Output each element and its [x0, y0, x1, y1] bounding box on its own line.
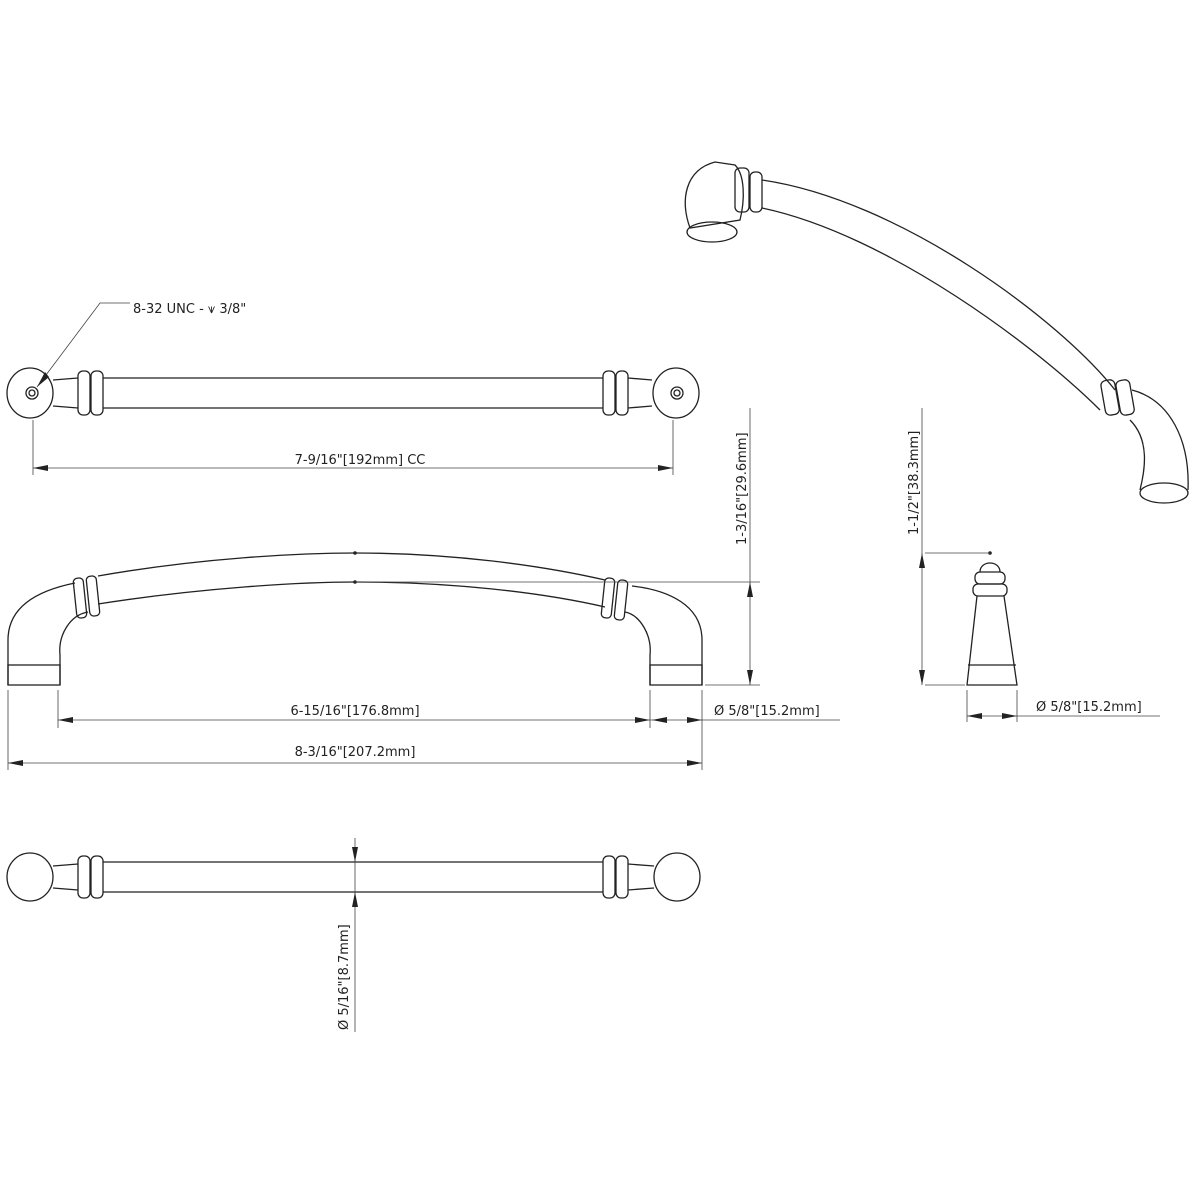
projection-side-dimension: 1-1/2"[38.3mm] [907, 431, 922, 535]
thread-callout: 8-32 UNC - ⩛ 3/8" [133, 302, 246, 317]
top-view: 8-32 UNC - ⩛ 3/8" 7-9/16"[192mm] CC [6, 302, 700, 475]
inner-length-dimension: 6-15/16"[176.8mm] [290, 704, 419, 719]
projection-front-dimension: 1-3/16"[29.6mm] [735, 432, 750, 545]
foot-diameter-side-dimension: Ø 5/8"[15.2mm] [1036, 700, 1142, 715]
isometric-view [684, 161, 1189, 504]
overall-length-dimension: 8-3/16"[207.2mm] [295, 745, 416, 760]
front-view: 1-3/16"[29.6mm] 6-15/16"[176.8mm] Ø 5/8"… [7, 408, 840, 770]
bar-diameter-dimension: Ø 5/16"[8.7mm] [337, 924, 352, 1030]
center-to-center-dimension: 7-9/16"[192mm] CC [295, 453, 426, 468]
bottom-view: Ø 5/16"[8.7mm] [6, 838, 701, 1032]
foot-diameter-front-dimension: Ø 5/8"[15.2mm] [714, 704, 820, 719]
side-view: 1-1/2"[38.3mm] Ø 5/8"[15.2mm] [907, 408, 1160, 722]
